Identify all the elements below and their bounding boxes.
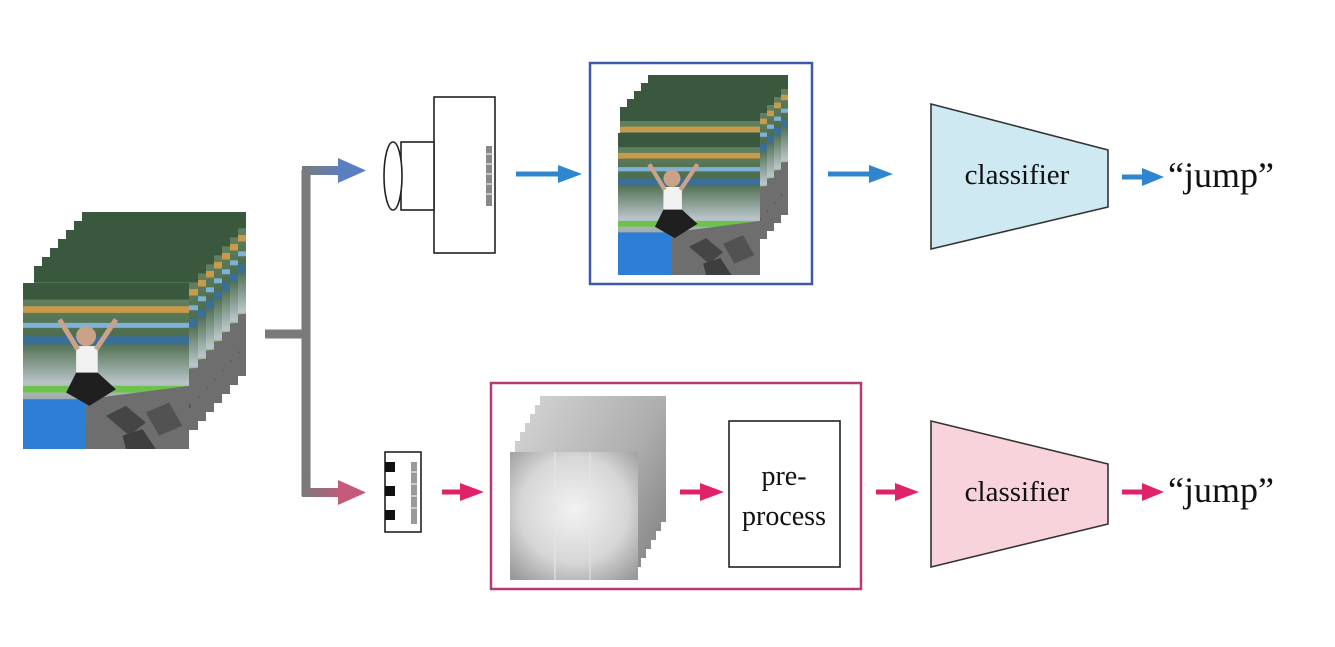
input-video-frames [23, 212, 246, 449]
classifier-top: classifier [930, 102, 1109, 251]
arrow-classifier-to-output-top [1122, 168, 1164, 186]
arrow-frames-to-classifier-top [828, 165, 893, 183]
arrow-preprocess-to-classifier [876, 483, 919, 501]
preprocess-label-line1: pre- [761, 461, 806, 492]
arrow-measurements-to-preprocess [680, 483, 724, 501]
arrow-sensor-to-measurements [442, 483, 484, 501]
classifier-bottom: classifier [930, 419, 1109, 569]
camera-icon [383, 96, 496, 254]
preprocess-box: pre- process [728, 420, 841, 568]
arrow-classifier-to-output-bottom [1122, 483, 1164, 501]
classifier-top-label: classifier [965, 159, 1070, 191]
sensor-icon [384, 451, 422, 533]
output-label-top: “jump” [1168, 155, 1274, 195]
branch-splitter [265, 158, 366, 505]
preprocess-label-line2: process [742, 501, 826, 532]
output-label-bottom: “jump” [1168, 470, 1274, 510]
measurement-frames [510, 396, 666, 580]
classifier-bottom-label: classifier [965, 476, 1070, 508]
arrow-camera-to-frames [516, 165, 582, 183]
captured-frames [588, 61, 814, 286]
